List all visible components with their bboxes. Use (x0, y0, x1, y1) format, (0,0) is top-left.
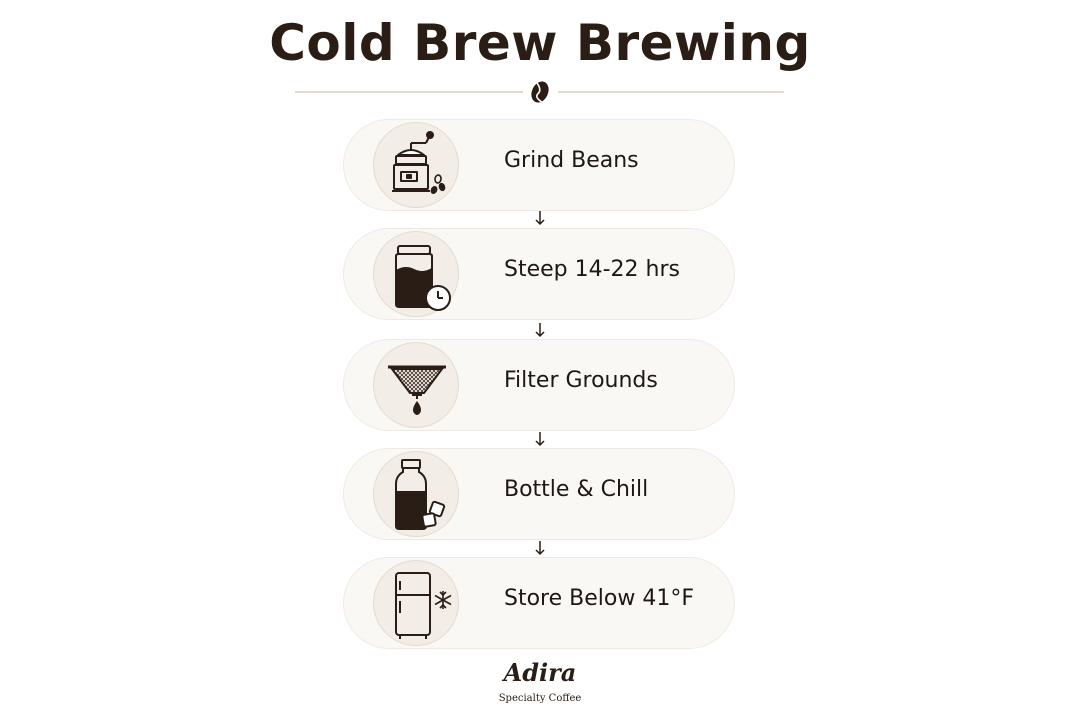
down-arrow-icon (535, 211, 545, 226)
coffee-grinder-icon (392, 131, 446, 195)
step-icon-circle (373, 560, 459, 646)
fridge-snowflake-icon (395, 572, 452, 639)
title-divider-right (558, 91, 784, 93)
coffee-bean-icon (531, 81, 549, 103)
step-label: Filter Grounds (504, 368, 658, 393)
step-card-grind-beans: Grind Beans (343, 119, 735, 211)
down-arrow-icon (535, 541, 545, 556)
title-divider-left (295, 91, 523, 93)
brand-tagline: Specialty Coffee (498, 693, 582, 704)
page-title: Cold Brew Brewing (269, 14, 811, 72)
step-label: Steep 14-22 hrs (504, 257, 680, 282)
step-label: Store Below 41°F (504, 586, 694, 611)
brand-logo: Adira (503, 658, 577, 687)
down-arrow-icon (535, 323, 545, 338)
step-icon-circle (373, 451, 459, 537)
step-card-store: Store Below 41°F (343, 557, 735, 649)
step-label: Grind Beans (504, 148, 639, 173)
down-arrow-icon (535, 432, 545, 447)
step-icon-circle (373, 231, 459, 317)
jar-clock-icon (395, 245, 451, 311)
mesh-filter-icon (388, 365, 446, 415)
step-card-steep: Steep 14-22 hrs (343, 228, 735, 320)
step-card-bottle: Bottle & Chill (343, 448, 735, 540)
step-card-filter: Filter Grounds (343, 339, 735, 431)
bottle-ice-icon (395, 459, 446, 530)
step-icon-circle (373, 342, 459, 428)
step-icon-circle (373, 122, 459, 208)
step-label: Bottle & Chill (504, 477, 649, 502)
